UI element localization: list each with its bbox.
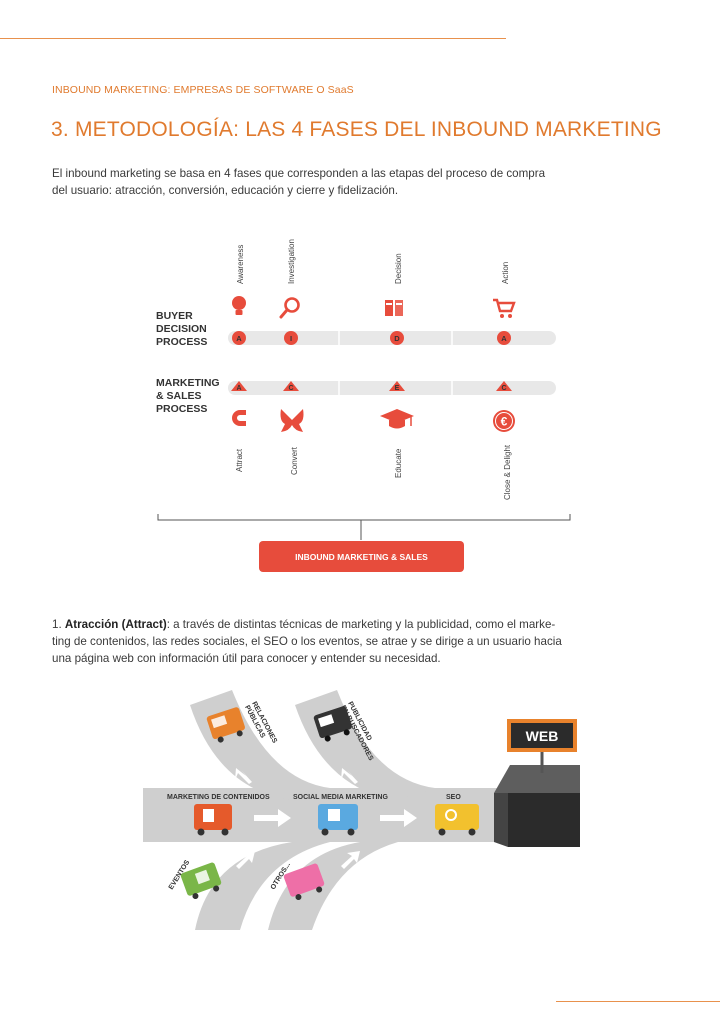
attraction-line-3: una página web con información útil para…	[52, 652, 441, 665]
buyer-process-label: BUYER DECISION PROCESS	[156, 310, 210, 348]
running-head: INBOUND MARKETING: EMPRESAS DE SOFTWARE …	[52, 84, 354, 96]
sales-letter-c1: C	[283, 381, 299, 392]
svg-text:WEB: WEB	[526, 728, 559, 744]
stage-label-investigation: Investigation	[287, 239, 296, 284]
top-rule	[0, 38, 506, 39]
stage-label-close-delight: Close & Delight	[503, 444, 512, 500]
attraction-number: 1.	[52, 618, 62, 631]
buyer-letter-a1: A	[232, 331, 246, 345]
graduation-cap-icon	[380, 409, 414, 429]
buyer-letter-i: I	[284, 331, 298, 345]
svg-text:€: €	[501, 415, 508, 429]
attraction-line-2: ting de contenidos, las redes sociales, …	[52, 635, 562, 648]
label-social-media: SOCIAL MEDIA MARKETING	[293, 794, 388, 801]
intro-paragraph: El inbound marketing se basa en 4 fases …	[52, 165, 562, 199]
page-title: 3. METODOLOGÍA: LAS 4 FASES DEL INBOUND …	[51, 118, 662, 141]
butterfly-icon	[280, 409, 304, 432]
label-marketing-contenidos: MARKETING DE CONTENIDOS	[167, 794, 270, 801]
svg-text:C: C	[288, 385, 293, 392]
sales-letter-c2: C	[496, 381, 512, 392]
web-sign: WEB	[507, 719, 577, 752]
intro-line-1: El inbound marketing se basa en 4 fases …	[52, 167, 546, 180]
attraction-paragraph: 1. Atracción (Attract): a través de dist…	[52, 616, 564, 667]
svg-text:A: A	[236, 334, 242, 343]
web-building-icon	[494, 750, 580, 847]
svg-text:D: D	[394, 334, 400, 343]
road-arrows	[235, 768, 417, 869]
magnet-icon	[232, 410, 246, 426]
bottom-rule	[556, 1001, 720, 1002]
stage-label-action: Action	[501, 262, 510, 284]
intro-line-2: del usuario: atracción, conversión, educ…	[52, 184, 399, 197]
truck-contenidos-icon	[194, 804, 232, 836]
svg-text:INBOUND MARKETING & SALES: INBOUND MARKETING & SALES	[295, 552, 428, 562]
bracket	[157, 514, 571, 540]
attraction-line-1: : a través de distintas técnicas de mark…	[166, 618, 556, 631]
truck-eventos-icon	[180, 862, 222, 900]
magnifier-icon	[279, 297, 300, 319]
lightbulb-icon	[232, 296, 246, 315]
svg-text:I: I	[290, 334, 292, 343]
inbound-marketing-sales-button: INBOUND MARKETING & SALES	[259, 541, 464, 572]
truck-social-media-icon	[318, 804, 358, 836]
buyer-letter-d: D	[390, 331, 404, 345]
stage-label-educate: Educate	[394, 448, 403, 478]
buyer-letter-a2: A	[497, 331, 511, 345]
stage-label-attract: Attract	[235, 448, 244, 472]
svg-text:A: A	[236, 385, 241, 392]
sales-process-label: MARKETING & SALES PROCESS	[156, 377, 223, 415]
stage-label-decision: Decision	[394, 253, 403, 284]
attraction-term: Atracción (Attract)	[64, 618, 167, 631]
inbound-phases-diagram: Awareness Investigation Decision Action …	[156, 239, 571, 572]
stage-label-awareness: Awareness	[236, 245, 245, 284]
svg-text:C: C	[501, 385, 506, 392]
cart-icon	[493, 298, 516, 318]
label-seo: SEO	[446, 794, 461, 801]
truck-seo-icon	[435, 804, 479, 836]
sales-letter-e: E	[389, 381, 405, 392]
stage-label-convert: Convert	[290, 446, 299, 475]
comparison-icon	[385, 300, 403, 316]
truck-otros-icon	[283, 863, 325, 901]
truck-relaciones-icon	[206, 707, 245, 743]
truck-publicidad-icon	[313, 706, 352, 742]
sales-letter-a: A	[231, 381, 247, 392]
svg-text:A: A	[501, 334, 507, 343]
euro-coin-icon: €	[493, 410, 515, 432]
svg-text:E: E	[395, 385, 400, 392]
